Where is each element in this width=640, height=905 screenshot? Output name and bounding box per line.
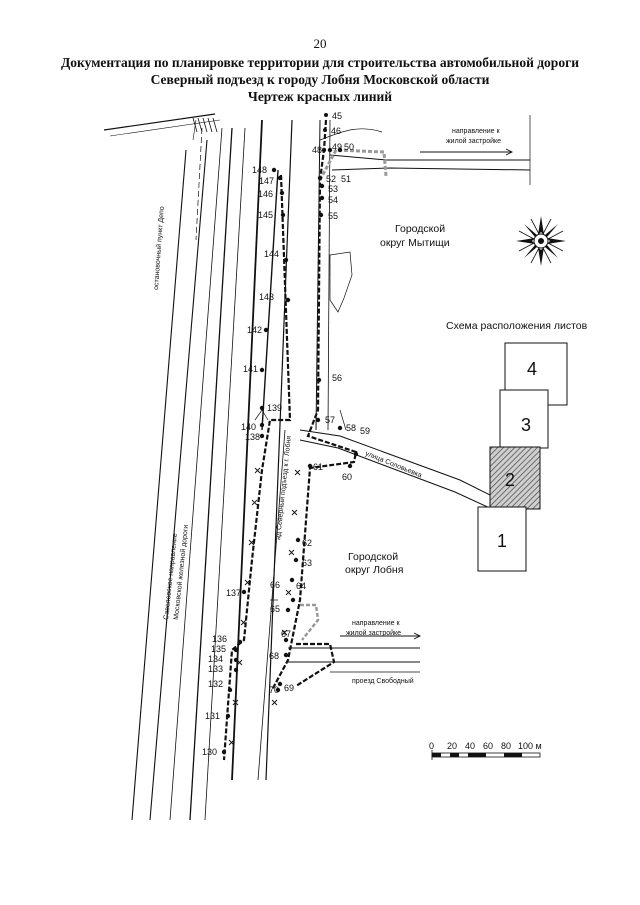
title-line-3: Чертеж красных линий — [247, 89, 393, 104]
point-label: 142 — [247, 325, 262, 335]
direction-label-bottom-1: направление к — [352, 620, 400, 627]
north-entry-label: ад Северный подъезд к г. Лобня — [274, 435, 293, 540]
sheet-number: 2 — [505, 470, 515, 490]
point-label: 66 — [270, 580, 280, 590]
point-label: 62 — [302, 538, 312, 548]
scale-tick-label: 0 — [429, 741, 434, 751]
point-label: 67 — [281, 629, 291, 639]
sheet-number: 1 — [497, 531, 507, 551]
boundary-points-east — [275, 113, 359, 693]
point-label: 59 — [360, 426, 370, 436]
scale-bar — [431, 750, 541, 760]
title-line-1: Документация по планировке территории дл… — [61, 55, 579, 70]
proezd-svobodny-label: проезд Свободный — [352, 677, 414, 685]
street-solovievka-label: улица Соловьевка — [364, 450, 422, 479]
red-line-west — [222, 169, 292, 761]
point-label: 55 — [328, 211, 338, 221]
proezd-svobodny — [288, 603, 420, 687]
scheme-title: Схема расположения листов — [446, 320, 588, 332]
point-label: 130 — [202, 747, 217, 757]
district-lobnya-label-1: Городской — [348, 551, 398, 563]
point-label: 53 — [328, 184, 338, 194]
sheet-layout-scheme — [477, 342, 568, 572]
point-label: 49 — [332, 142, 342, 152]
point-label: 63 — [302, 558, 312, 568]
point-labels-west: 130 131 132 133 134 135 136 137 138 139 … — [202, 165, 282, 757]
sheet-number: 4 — [527, 359, 537, 379]
red-line-east — [271, 119, 388, 691]
main-road — [231, 115, 531, 781]
point-label: 65 — [270, 604, 280, 614]
scale-tick-label: 80 — [501, 741, 511, 751]
point-label: 131 — [205, 711, 220, 721]
page-number: 20 — [313, 36, 327, 51]
point-label: 148 — [252, 165, 267, 175]
point-label: 140 — [241, 422, 256, 432]
point-label: 69 — [284, 683, 294, 693]
point-label: 52 — [326, 174, 336, 184]
x-marks — [228, 467, 301, 746]
point-label: 64 — [296, 581, 306, 591]
point-label: 46 — [331, 126, 341, 136]
district-lobnya-label-2: округ Лобня — [345, 564, 403, 576]
point-label: 70 — [269, 685, 279, 695]
scale-tick-label: 20 — [447, 741, 457, 751]
point-label: 45 — [332, 111, 342, 121]
direction-label-top-2: жилой застройке — [446, 137, 501, 145]
point-label: 57 — [325, 415, 335, 425]
stop-point-label: остановочный пункт Депо — [152, 206, 166, 290]
platform-marks — [192, 117, 218, 133]
point-label: 61 — [313, 462, 323, 472]
point-label: 145 — [258, 210, 273, 220]
direction-label-top-1: направление к — [452, 128, 500, 135]
street-solovievka — [299, 409, 511, 516]
scale-tick-label: 60 — [483, 741, 493, 751]
point-labels-east: 45 46 48 49 50 51 52 53 54 55 56 57 58 5… — [269, 111, 370, 695]
point-label: 51 — [341, 174, 351, 184]
point-label: 48 — [312, 145, 322, 155]
point-label: 50 — [344, 142, 354, 152]
point-label: 139 — [267, 403, 282, 413]
point-label: 138 — [245, 432, 260, 442]
scale-tick-label: 100 м — [518, 741, 542, 751]
point-label: 135 — [211, 644, 226, 654]
point-label: 58 — [346, 423, 356, 433]
point-label: 141 — [243, 364, 258, 374]
point-label: 136 — [212, 634, 227, 644]
point-label: 132 — [208, 679, 223, 689]
point-label: 144 — [264, 249, 279, 259]
point-label: 54 — [328, 195, 338, 205]
compass-rose-icon — [516, 216, 566, 266]
scale-bar-labels: 0 20 40 60 80 100 м — [429, 741, 542, 751]
point-label: 68 — [269, 651, 279, 661]
point-label: 137 — [226, 588, 241, 598]
document-title: Документация по планировке территории дл… — [0, 54, 640, 105]
point-label: 143 — [259, 292, 274, 302]
title-line-2: Северный подъезд к городу Лобня Московск… — [150, 72, 490, 87]
point-label: 147 — [259, 176, 274, 186]
point-label: 134 — [208, 654, 223, 664]
point-label: 146 — [258, 189, 273, 199]
scale-tick-label: 40 — [465, 741, 475, 751]
district-mytishchi-label-2: округ Мытищи — [380, 237, 450, 249]
point-label: 60 — [342, 472, 352, 482]
direction-label-bottom-2: жилой застройке — [346, 629, 401, 637]
point-label: 133 — [208, 664, 223, 674]
direction-arrows — [340, 148, 514, 640]
district-mytishchi-label-1: Городской — [395, 223, 445, 235]
boundary-points-west — [221, 167, 291, 755]
point-label: 56 — [332, 373, 342, 383]
sheet-number: 3 — [521, 415, 531, 435]
railway-lines — [103, 113, 246, 821]
